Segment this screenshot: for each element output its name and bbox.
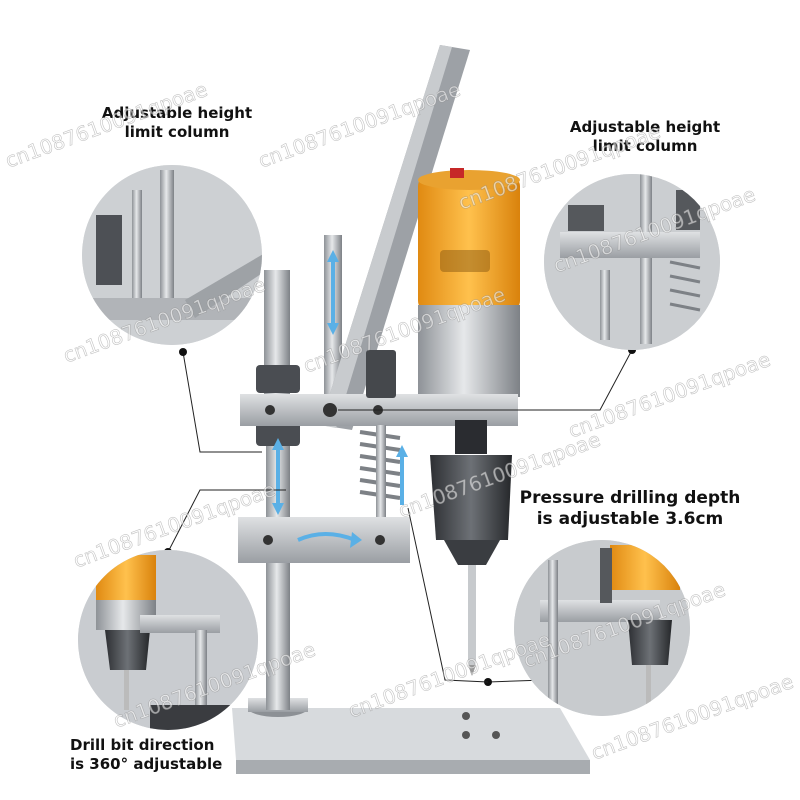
column-collar (256, 365, 300, 393)
callout-bottom-left: Drill bit direction is 360° adjustable (70, 736, 260, 774)
drill-bit (468, 565, 476, 665)
callout-middle-right-line1: Pressure drilling depth (519, 488, 741, 508)
callout-top-right: Adjustable height limit column (560, 118, 730, 156)
callout-top-left-line1: Adjustable height (101, 104, 253, 122)
adjust-arrows (272, 250, 408, 548)
callout-top-left: Adjustable height limit column (82, 104, 272, 142)
callout-middle-right: Pressure drilling depth is adjustable 3.… (500, 488, 760, 531)
inset-bottom-right (514, 540, 690, 716)
inset-top-left (82, 165, 262, 345)
callout-top-right-line2: limit column (592, 136, 698, 155)
callout-top-left-line2: limit column (124, 122, 230, 141)
drill-chuck (430, 455, 512, 540)
callout-middle-right-line2: is adjustable 3.6cm (536, 509, 724, 530)
spindle (455, 420, 487, 454)
inset-bottom-left (78, 550, 258, 730)
callout-bottom-left-line2: is 360° adjustable (70, 754, 223, 773)
motor (418, 168, 520, 397)
callout-bottom-left-line1: Drill bit direction (70, 736, 215, 754)
inset-top-right (544, 174, 720, 350)
callout-top-right-line1: Adjustable height (569, 118, 721, 136)
